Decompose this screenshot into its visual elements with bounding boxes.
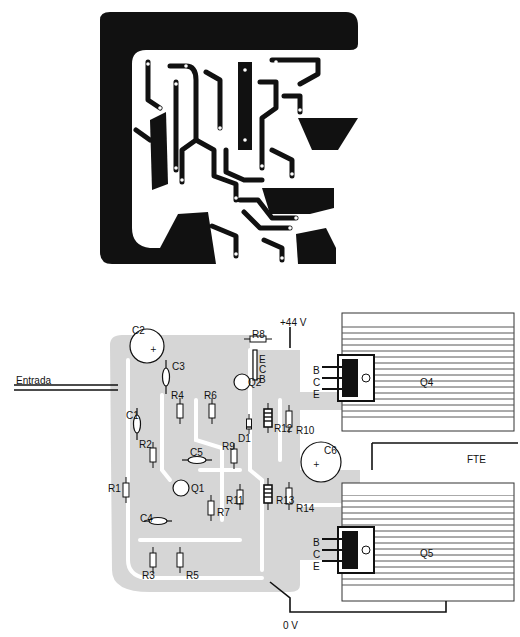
trace-shading [110,335,360,592]
label-anchor: C5 [190,442,203,460]
part-label: C [313,377,320,388]
label-anchor: R6 [204,385,217,403]
label-anchor: C [313,372,320,390]
label-anchor: Q5 [420,543,433,561]
label-anchor: 0 V [283,615,298,633]
label-anchor: R2 [139,434,152,452]
capacitor-symbol: + + [130,329,341,525]
label-anchor: C1 [126,405,139,423]
label-anchor: Q2 [248,372,261,390]
trace-gaps [128,350,340,578]
label-anchor: R7 [217,502,230,520]
copper-traces [136,60,318,260]
part-label: R9 [222,441,235,452]
label-anchor: R13 [276,490,294,508]
part-label: R7 [217,507,230,518]
part-label: R8 [252,329,265,340]
label-anchor: +44 V [280,312,306,330]
part-label: B [313,537,320,548]
part-label: D1 [238,433,251,444]
label-anchor: R5 [186,565,199,583]
part-label: R12 [274,423,292,434]
part-label: R5 [186,570,199,581]
label-anchor: D1 [238,428,251,446]
part-label: R3 [142,570,155,581]
label-anchor: B [313,360,320,378]
label-anchor: R10 [296,420,314,438]
part-label: R1 [108,483,121,494]
part-label: C3 [172,361,185,372]
label-anchor: R1 [108,478,121,496]
part-label: E [313,561,320,572]
part-label: R2 [139,439,152,450]
transistor-symbol [173,350,257,496]
part-label: R4 [171,390,184,401]
resistor-band [247,413,273,497]
label-anchor: C3 [172,356,185,374]
part-label: C2 [132,325,145,336]
label-anchor: C6 [324,440,337,458]
part-label: FTE [467,454,486,465]
part-label: Q2 [248,377,261,388]
part-label: C4 [140,513,153,524]
label-anchor: E [313,556,320,574]
copper-pads [146,60,302,260]
part-label: R13 [276,495,294,506]
label-anchor: Entrada [16,370,51,388]
label-anchor: Q1 [191,478,204,496]
wire [14,327,518,612]
part-label: R11 [226,495,244,506]
label-anchor: B [313,532,320,550]
part-label: C5 [190,447,203,458]
part-label: B [313,365,320,376]
label-anchor: R8 [252,324,265,342]
part-label: C6 [324,445,337,456]
label-anchor: R12 [274,418,292,436]
label-anchor: Q4 [420,372,433,390]
resistor-symbol [123,336,292,573]
part-label: R10 [296,425,314,436]
part-label: Entrada [16,375,51,386]
label-anchor: FTE [467,449,486,467]
label-anchor: R14 [296,498,314,516]
part-label: C [313,549,320,560]
copper-pattern [100,12,358,264]
label-anchor: E [313,384,320,402]
label-anchor: R11 [226,490,244,508]
label-anchor: R9 [222,436,235,454]
svg-text:+: + [313,460,320,469]
label-anchor: R4 [171,385,184,403]
part-label: C [259,364,266,375]
part-label: 0 V [283,620,298,631]
part-label: E [259,354,266,365]
part-label: Q4 [420,377,433,388]
part-label: R14 [296,503,314,514]
part-label: E [313,389,320,400]
part-label: C1 [126,410,139,421]
label-anchor: C4 [140,508,153,526]
svg-text:+: + [150,345,157,354]
part-label: R6 [204,390,217,401]
label-anchor: C2 [132,320,145,338]
label-anchor: C [313,544,320,562]
part-label: Q5 [420,548,433,559]
part-label: Q1 [191,483,204,494]
label-anchor: R3 [142,565,155,583]
part-label: +44 V [280,317,306,328]
